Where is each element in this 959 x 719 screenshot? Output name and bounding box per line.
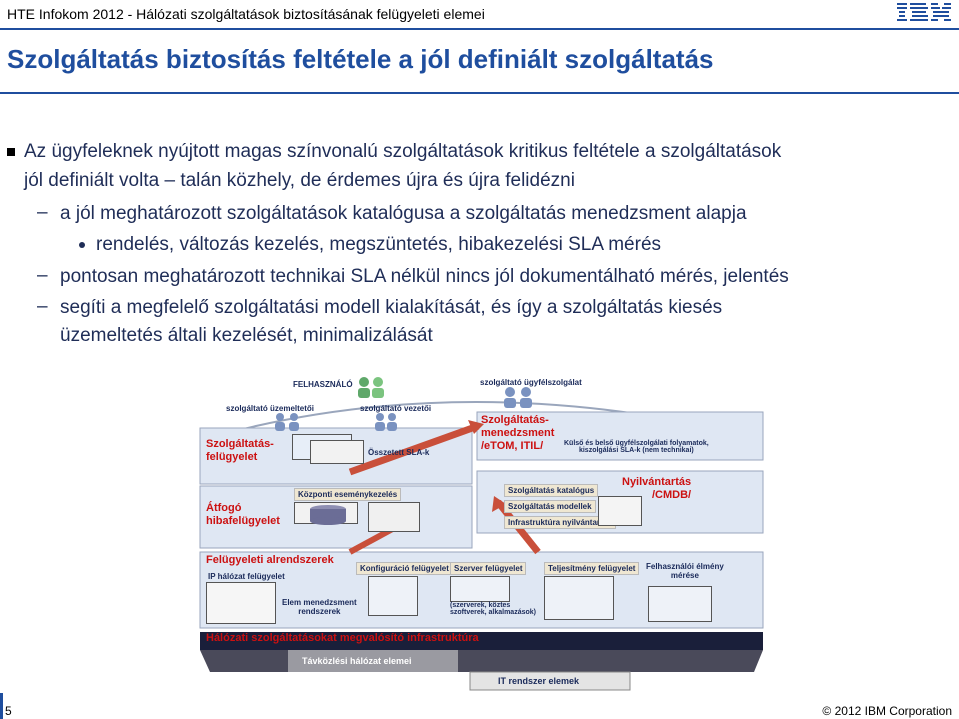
- registry-screenshot: [598, 496, 642, 526]
- performance-monitoring-box: Teljesítmény felügyelet: [544, 562, 640, 575]
- diagram-background: [199, 401, 764, 691]
- header-bar: HTE Infokom 2012 - Hálózati szolgáltatás…: [0, 0, 959, 26]
- processes-label: Külső és belső ügyfélszolgálati folyamat…: [564, 440, 709, 454]
- customer-service-label: szolgáltató ügyfélszolgálat: [480, 378, 582, 387]
- bullet-sub3-line2: üzemeltetés általi kezelését, minimalizá…: [60, 325, 433, 346]
- subsystems-label: Felügyeleti alrendszerek: [206, 554, 334, 566]
- header-rule: [0, 28, 959, 30]
- central-event-box: Központi eseménykezelés: [294, 488, 402, 501]
- database-icon: [310, 505, 346, 525]
- bullet-sub2: pontosan meghatározott technikai SLA nél…: [60, 266, 789, 287]
- experience-screenshot: [648, 586, 712, 622]
- fault-monitoring-label: Átfogó hibafelügyelet: [206, 502, 280, 527]
- infrastructure-label: Hálózati szolgáltatásokat megvalósító in…: [206, 632, 479, 644]
- title-rule: [0, 92, 959, 94]
- it-elements-label: IT rendszer elemek: [498, 676, 580, 686]
- managers-label: szolgáltató vezetői: [360, 404, 432, 413]
- bullet-subsub1: rendelés, változás kezelés, megszüntetés…: [96, 234, 662, 255]
- dash-bullet-icon: –: [37, 296, 48, 317]
- service-catalog-box: Szolgáltatás katalógus: [504, 484, 599, 497]
- footer-accent: [0, 693, 3, 719]
- server-monitoring-box: Szerver felügyelet: [450, 562, 527, 575]
- page-number: 5: [5, 704, 12, 718]
- copyright: © 2012 IBM Corporation: [822, 704, 952, 718]
- service-architecture-diagram: FELHASZNÁLÓ szolgáltató ügyfélszolgálat …: [198, 376, 769, 695]
- server-screenshot: [450, 576, 510, 602]
- config-screenshot: [368, 576, 418, 616]
- server-note: (szerverek, köztes szoftverek, alkalmazá…: [450, 602, 536, 616]
- event-list-screenshot: [368, 502, 420, 532]
- network-map-screenshot: [206, 582, 276, 624]
- dot-bullet-icon: [79, 242, 85, 248]
- square-bullet-icon: [7, 148, 15, 156]
- dash-bullet-icon: –: [37, 265, 48, 286]
- users-icon: [358, 377, 384, 398]
- bullet-main-line1: Az ügyfeleknek nyújtott magas színvonalú…: [24, 141, 782, 162]
- composite-sla-label: Összetett SLA-k: [368, 448, 430, 457]
- ip-network-label: IP hálózat felügyelet: [208, 572, 285, 581]
- running-title: HTE Infokom 2012 - Hálózati szolgáltatás…: [7, 6, 485, 22]
- service-models-box: Szolgáltatás modellek: [504, 500, 596, 513]
- performance-screenshot: [544, 576, 614, 620]
- user-label: FELHASZNÁLÓ: [293, 380, 353, 389]
- operators-icon: [275, 413, 299, 431]
- dash-bullet-icon: –: [37, 202, 48, 223]
- element-management-label: Elem menedzsment rendszerek: [282, 598, 357, 616]
- config-monitoring-box: Konfiguráció felügyelet: [356, 562, 453, 575]
- helpdesk-icon: [504, 387, 532, 408]
- dashboard-screenshot: [310, 440, 364, 464]
- user-experience-label: Felhasználói élmény mérése: [646, 562, 724, 580]
- service-monitoring-label: Szolgáltatás- felügyelet: [206, 438, 274, 463]
- registry-label: Nyilvántartás /CMDB/: [622, 476, 692, 501]
- ibm-logo: [897, 3, 951, 21]
- bullet-sub1: a jól meghatározott szolgáltatások katal…: [60, 203, 747, 224]
- bullet-main-line2: jól definiált volta – talán közhely, de …: [24, 170, 575, 191]
- telecom-elements-label: Távközlési hálózat elemei: [302, 656, 412, 666]
- slide-title: Szolgáltatás biztosítás feltétele a jól …: [7, 44, 714, 74]
- managers-icon: [375, 413, 397, 431]
- service-management-label: Szolgáltatás- menedzsment /eTOM, ITIL/: [481, 414, 555, 452]
- operators-label: szolgáltató üzemeltetői: [226, 404, 315, 413]
- bullet-sub3-line1: segíti a megfelelő szolgáltatási modell …: [60, 297, 723, 318]
